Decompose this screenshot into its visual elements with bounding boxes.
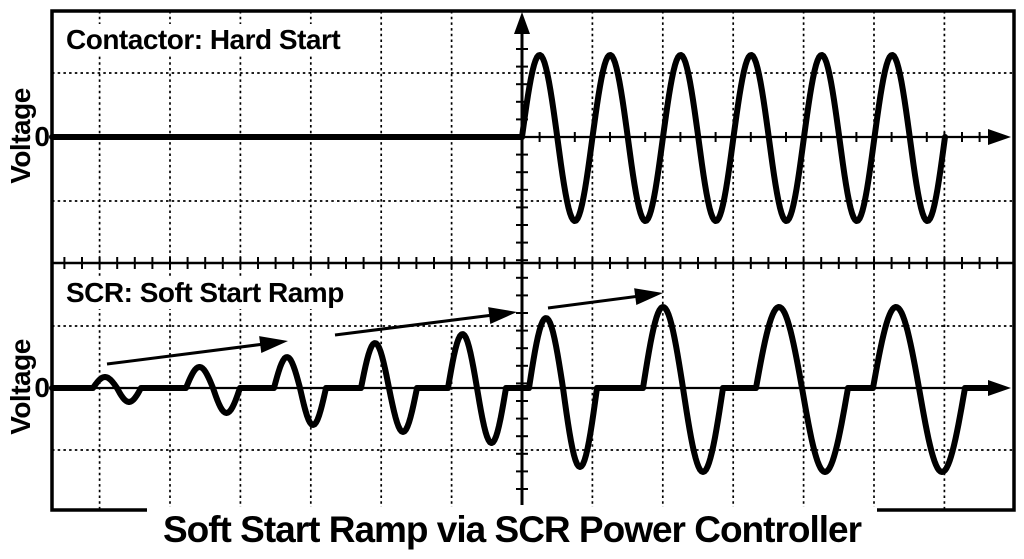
top-panel-title: Contactor: Hard Start <box>60 24 347 56</box>
scr-soft-start-waveform <box>49 304 991 475</box>
contactor-hard-start-waveform <box>49 52 948 224</box>
ramp-annotation-arrows <box>106 288 663 366</box>
graticule-grid <box>52 11 1014 510</box>
graticule-frame <box>50 9 1016 512</box>
figure-title-text: Soft Start Ramp via SCR Power Controller <box>146 507 878 553</box>
panel-divider-axis <box>52 257 1014 269</box>
bottom-zero-tick-label: 0 <box>34 372 50 403</box>
top-zero-tick-label: 0 <box>34 121 50 152</box>
bottom-panel-title: SCR: Soft Start Ramp <box>60 277 350 309</box>
figure-title: Soft Start Ramp via SCR Power Controller <box>0 507 1024 553</box>
trigger-axis <box>514 12 530 505</box>
